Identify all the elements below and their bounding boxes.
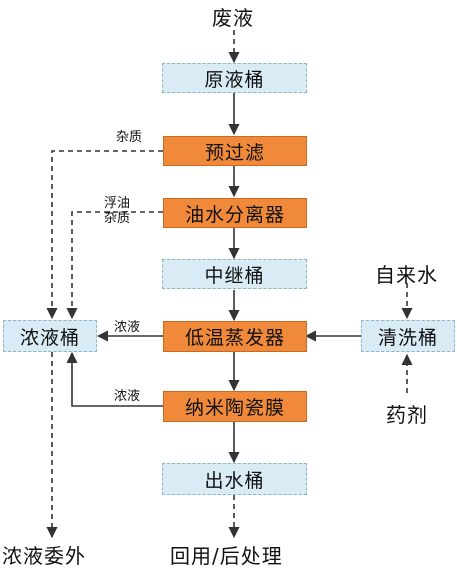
- cleaning-tank: 清洗桶: [361, 320, 455, 352]
- float-oil-label: 浮油: [104, 196, 131, 211]
- arrow-impurity-to-conc: [46, 150, 163, 320]
- reuse-label: 回用/后处理: [170, 544, 283, 568]
- tap-water-label: 自来水: [375, 263, 438, 287]
- relay-tank: 中继桶: [162, 259, 307, 289]
- raw-liquid-tank: 原液桶: [162, 63, 307, 93]
- oil-water-separator: 油水分离器: [163, 198, 307, 228]
- impurity-label: 杂质: [116, 130, 143, 145]
- arrow-floatoil-to-conc: [66, 211, 163, 320]
- concentrate-label-a: 浓液: [114, 320, 141, 335]
- outsource-label: 浓液委外: [2, 544, 86, 568]
- chemical-label: 药剂: [386, 403, 428, 427]
- impurity2-label: 杂质: [104, 211, 131, 226]
- low-temp-evaporator: 低温蒸发器: [163, 321, 307, 352]
- concentrate-tank: 浓液桶: [3, 320, 97, 352]
- concentrate-label-b: 浓液: [114, 389, 141, 404]
- nano-ceramic-membrane: 纳米陶瓷膜: [163, 391, 307, 422]
- arrow-ceramic-to-conc: [66, 351, 163, 407]
- effluent-tank: 出水桶: [162, 463, 307, 495]
- prefilter-box: 预过滤: [163, 136, 307, 166]
- float-oil-impurity-label: 浮油 杂质: [104, 196, 130, 226]
- waste-liquid-label: 废液: [212, 6, 254, 30]
